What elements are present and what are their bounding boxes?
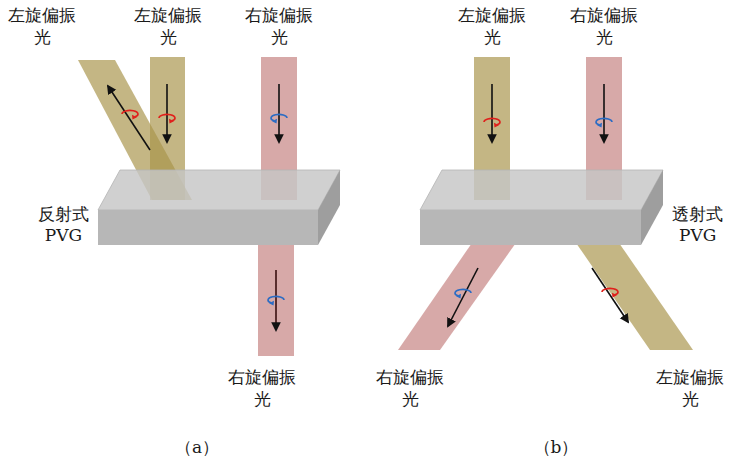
beam-label: 左旋偏振光: [651, 366, 729, 411]
beam-label: 左旋偏振光: [453, 4, 531, 49]
beam-label: 右旋偏振光: [565, 4, 643, 49]
pvg-slab: 透射式 PVG: [420, 170, 663, 245]
pvg-slab: 反射式 PVG: [98, 170, 340, 245]
beam-label: 右旋偏振光: [240, 4, 318, 49]
beam-label: 左旋偏振光: [3, 4, 81, 49]
beam-label: 右旋偏振光: [223, 366, 301, 411]
slab-label: 反射式 PVG: [33, 204, 94, 247]
slab-label: 透射式 PVG: [667, 204, 728, 247]
slab-shape: [420, 170, 663, 245]
beam-label: 左旋偏振光: [129, 4, 207, 49]
panel-label: （b）: [534, 436, 579, 458]
beam-label: 右旋偏振光: [371, 366, 449, 411]
slab-shape: [98, 170, 340, 245]
panel-label: （a）: [175, 436, 219, 458]
